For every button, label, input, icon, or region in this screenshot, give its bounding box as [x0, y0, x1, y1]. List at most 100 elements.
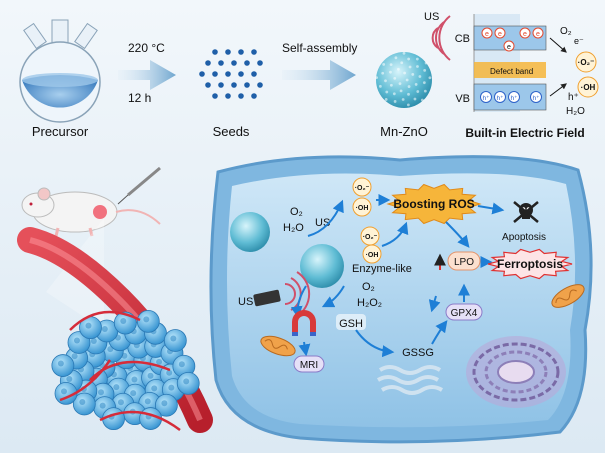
nanoparticle-grain [378, 84, 382, 88]
nanoparticle-grain [394, 56, 398, 60]
tumor-cell-nucleus [156, 358, 163, 365]
nanoparticle-grain [403, 71, 407, 75]
nanoparticle-grain [375, 76, 379, 80]
self-assembly-label: Self-assembly [282, 41, 357, 55]
nanoparticle-grain [392, 92, 396, 96]
seed-dot [218, 60, 224, 66]
tumor-cell-nucleus [178, 361, 185, 368]
gsh-label: GSH [339, 318, 363, 330]
electron-symbol: e [485, 31, 489, 38]
hole-symbol: h⁺ [482, 95, 490, 102]
tumor-cell-nucleus [166, 369, 173, 376]
nanoparticle-grain [408, 65, 412, 69]
tumor-cell-nucleus [130, 390, 137, 397]
nanoparticle-grain [398, 82, 402, 86]
seed-dot [225, 71, 231, 77]
electron [494, 27, 506, 39]
band-h2o-label: H₂O [566, 106, 585, 117]
cell-o2-label: O₂ [290, 206, 303, 218]
cell-oh-label-2: ·OH [366, 252, 379, 259]
nanoparticle-grain [414, 83, 418, 86]
nanoparticle-grain [405, 78, 409, 82]
nanoparticle-grain [406, 103, 410, 107]
seed-dot [251, 93, 257, 99]
nanoparticle-grain [407, 85, 411, 88]
electron [519, 27, 531, 39]
nanoparticle-grain [393, 100, 397, 103]
cell-h2o-label: H₂O [283, 222, 304, 234]
seed-dot [238, 71, 244, 77]
precursor-label: Precursor [32, 124, 89, 139]
arrow-heat [118, 60, 176, 90]
nanoparticle-grain [416, 65, 419, 68]
hole-symbol: h⁺ [510, 95, 518, 102]
enzyme-like-label: Enzyme-like [352, 263, 412, 275]
ferroptosis-label: Ferroptosis [497, 257, 563, 271]
nanoparticle-1 [230, 212, 270, 252]
nanoparticle-grain [385, 90, 389, 94]
electron-symbol: e [536, 31, 540, 38]
nanoparticle-grain [389, 63, 393, 67]
seed-dot [218, 82, 224, 88]
us-probe-label: US [238, 296, 253, 308]
magnet-icon [292, 310, 316, 336]
cell-h2o2-label: H₂O₂ [357, 297, 382, 309]
seeds-label: Seeds [213, 124, 250, 139]
electron-symbol: e [523, 31, 527, 38]
hydroxyl-radical [577, 76, 599, 98]
tumor-cell-nucleus [120, 318, 127, 325]
seed-dot [225, 93, 231, 99]
arrow-assembly [282, 60, 356, 90]
seed-dot [212, 49, 218, 55]
seed-dot [251, 49, 257, 55]
defect-band-label: Defect band [490, 67, 533, 76]
tumor-cell-nucleus [85, 322, 92, 329]
tumor-cell-nucleus [66, 375, 73, 382]
seed-dot [231, 60, 237, 66]
nanoparticle-grain [423, 89, 427, 93]
seed-dot [212, 93, 218, 99]
seed-dot [251, 71, 257, 77]
nanoparticle-grain [407, 92, 410, 96]
nanoparticle-grain [415, 57, 419, 61]
nanoparticle-grain [389, 70, 392, 74]
mouse-illustration [21, 166, 161, 237]
seed-dot [231, 82, 237, 88]
hole [480, 91, 492, 103]
tumor-cell-nucleus [99, 402, 106, 409]
nanoparticle-grain [389, 83, 393, 87]
tumor-cell-nucleus [170, 335, 177, 342]
tumor-cell-nucleus [131, 376, 138, 383]
band-h-plus-label: h⁺ [568, 92, 579, 103]
nanoparticle-grain [384, 98, 388, 101]
tumor-cell-nucleus [147, 372, 154, 379]
superoxide-radical [575, 51, 597, 73]
hole-symbol: h⁺ [496, 95, 504, 102]
band-us-label: US [424, 11, 439, 23]
tumor-cell-nucleus [90, 337, 97, 344]
time-label: 12 h [128, 91, 151, 105]
excited-electron-symbol: e [507, 44, 511, 51]
tumor-cell-nucleus [101, 325, 108, 332]
defect-band [474, 62, 546, 78]
apoptosis-label: Apoptosis [502, 232, 546, 243]
mitochondrion-1 [551, 284, 585, 308]
seed-dot [257, 60, 263, 66]
mitochondrion-2 [260, 335, 296, 357]
tumor-cell-nucleus [161, 400, 168, 407]
electron-symbol: e [498, 31, 502, 38]
tumor-cell-nucleus [183, 378, 190, 385]
seeds-dots [199, 49, 263, 99]
tumor-cell-nucleus [113, 384, 120, 391]
seed-dot [244, 60, 250, 66]
hole [508, 91, 520, 103]
nanoparticle-grain [381, 71, 385, 75]
tumor-illustration [17, 227, 213, 433]
tumor-cell-nucleus [60, 388, 67, 395]
seed-dot [212, 71, 218, 77]
cell-o2-b-label: O₂ [362, 281, 375, 293]
nanoparticle-grain [411, 73, 415, 76]
nanoparticle-grain [393, 76, 397, 80]
nanoparticle-grain [428, 76, 432, 80]
